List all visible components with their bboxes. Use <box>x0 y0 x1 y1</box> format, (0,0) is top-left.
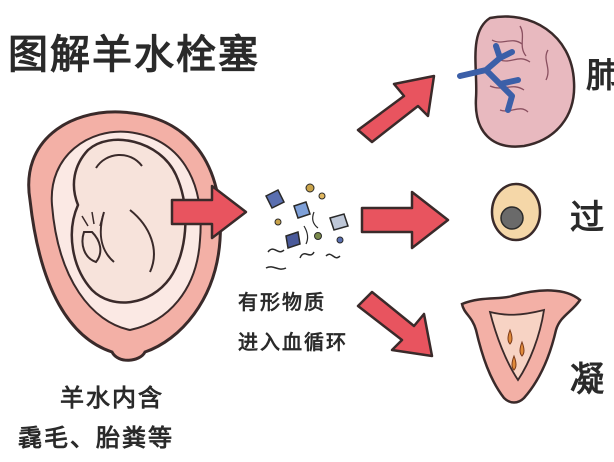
lung-label: 肺 <box>586 56 614 96</box>
amniotic-caption-line1: 羊水内含 <box>60 384 164 412</box>
uterus-illustration <box>460 289 582 404</box>
coagulation-label: 凝 <box>570 360 604 400</box>
arrow-to-coagulation <box>356 290 434 358</box>
allergy-label: 过 <box>570 198 604 238</box>
lung-illustration <box>457 15 576 148</box>
particles-caption-line1: 有形物质 <box>238 290 326 314</box>
arrow-to-lung <box>356 74 436 144</box>
arrow-to-particles <box>170 184 248 240</box>
arrow-to-allergy <box>360 190 450 250</box>
page-title: 图解羊水栓塞 <box>8 32 260 78</box>
particles-caption-line2: 进入血循环 <box>238 330 348 354</box>
uterus-with-fetus-illustration <box>27 110 222 362</box>
amniotic-caption-line2: 毳毛、胎粪等 <box>18 424 174 452</box>
cell-illustration <box>490 182 542 242</box>
particles-illustration <box>264 183 349 270</box>
